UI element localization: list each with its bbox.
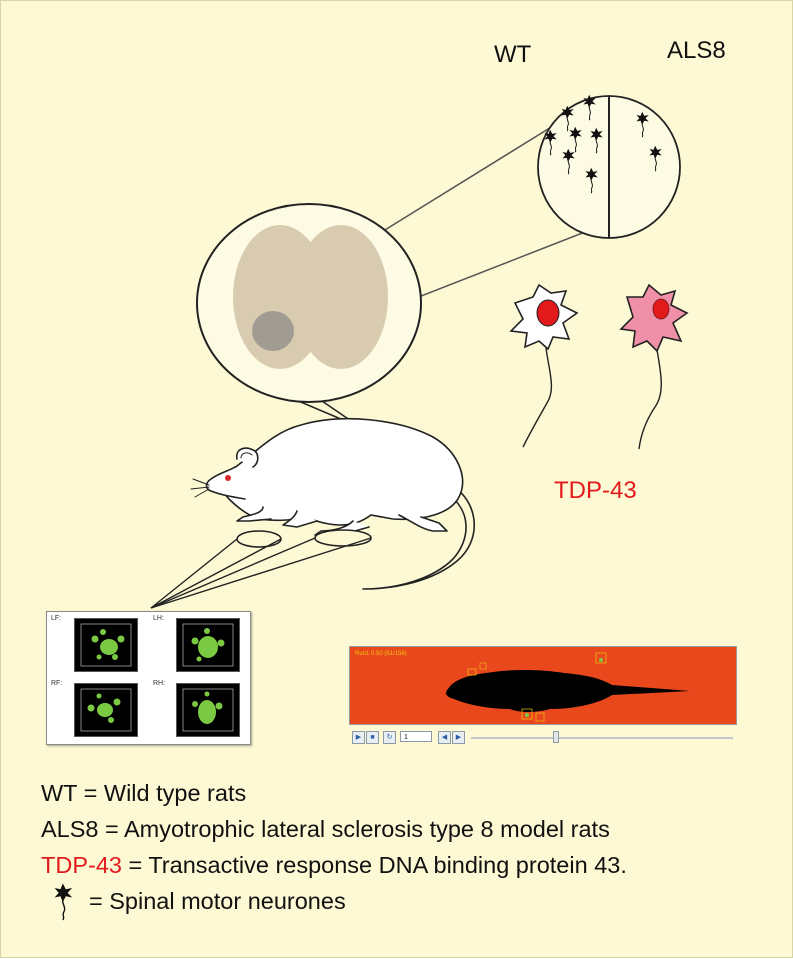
stop-icon[interactable]: ■ xyxy=(366,731,379,744)
paw-label-lf: LF: xyxy=(51,615,62,622)
gait-line-1 xyxy=(150,538,238,609)
rat-illustration xyxy=(190,417,476,590)
tdp43-label: TDP-43 xyxy=(554,477,637,504)
gait-line-3 xyxy=(150,537,316,609)
wt-tdp43-neuron xyxy=(509,283,579,448)
gray-matter-right xyxy=(294,225,388,369)
legend-wt-text: WT = Wild type rats xyxy=(41,780,247,806)
legend-tdp43-key: TDP-43 xyxy=(41,852,122,878)
rat-silhouette xyxy=(446,652,690,722)
legend-row-wt: WT = Wild type rats xyxy=(41,775,627,811)
paw-print-lf xyxy=(74,618,138,672)
video-controls: ▶ ■ ↻ 1 ◀ ▶ xyxy=(349,729,739,747)
gait-line-4 xyxy=(150,537,372,609)
frame-select[interactable]: 1 xyxy=(400,731,432,742)
legend-neuron-spacer xyxy=(49,884,79,918)
gait-line-2 xyxy=(150,538,282,609)
spinal-cord-cross-section xyxy=(196,203,422,403)
legend-row-neuron: = Spinal motor neurones xyxy=(41,883,627,919)
legend: WT = Wild type rats ALS8 = Amyotrophic l… xyxy=(41,775,627,919)
paw-label-rh: RH: xyxy=(153,680,166,687)
legend-row-als8: ALS8 = Amyotrophic lateral sclerosis typ… xyxy=(41,811,627,847)
rat-eye xyxy=(225,475,231,481)
paw-print-lh xyxy=(176,618,240,672)
timeline-track[interactable] xyxy=(471,737,733,739)
wt-nucleus xyxy=(536,299,560,327)
als8-label: ALS8 xyxy=(667,37,726,64)
als8-nucleus xyxy=(652,298,670,320)
paw-label-rf: RF: xyxy=(51,680,63,687)
legend-tdp43-text: = Transactive response DNA binding prote… xyxy=(121,852,627,878)
run-title: Run1 0.50 (51/156) xyxy=(355,651,407,657)
timeline-thumb[interactable] xyxy=(553,731,559,743)
neuron-comparison-circle xyxy=(537,94,681,239)
step-forward-icon[interactable]: ▶ xyxy=(452,731,465,744)
paw-print-rf xyxy=(74,683,138,737)
ventral-horn-spot xyxy=(252,311,294,351)
legend-als8-text: ALS8 = Amyotrophic lateral sclerosis typ… xyxy=(41,816,610,842)
paw-label-lh: LH: xyxy=(153,615,164,622)
front-paw-oval xyxy=(236,530,282,548)
hind-paw-oval xyxy=(314,529,372,547)
legend-row-tdp43: TDP-43 = Transactive response DNA bindin… xyxy=(41,847,627,883)
step-back-icon[interactable]: ◀ xyxy=(438,731,451,744)
loop-icon[interactable]: ↻ xyxy=(383,731,396,744)
play-icon[interactable]: ▶ xyxy=(352,731,365,744)
als8-tdp43-neuron xyxy=(619,283,689,450)
gait-footprint-panel: LF: LH: RF: RH: xyxy=(46,611,251,745)
run-video-panel: Run1 0.50 (51/156) xyxy=(349,646,737,725)
wt-label: WT xyxy=(494,41,532,68)
legend-neuron-text: = Spinal motor neurones xyxy=(89,888,346,914)
paw-print-rh xyxy=(176,683,240,737)
